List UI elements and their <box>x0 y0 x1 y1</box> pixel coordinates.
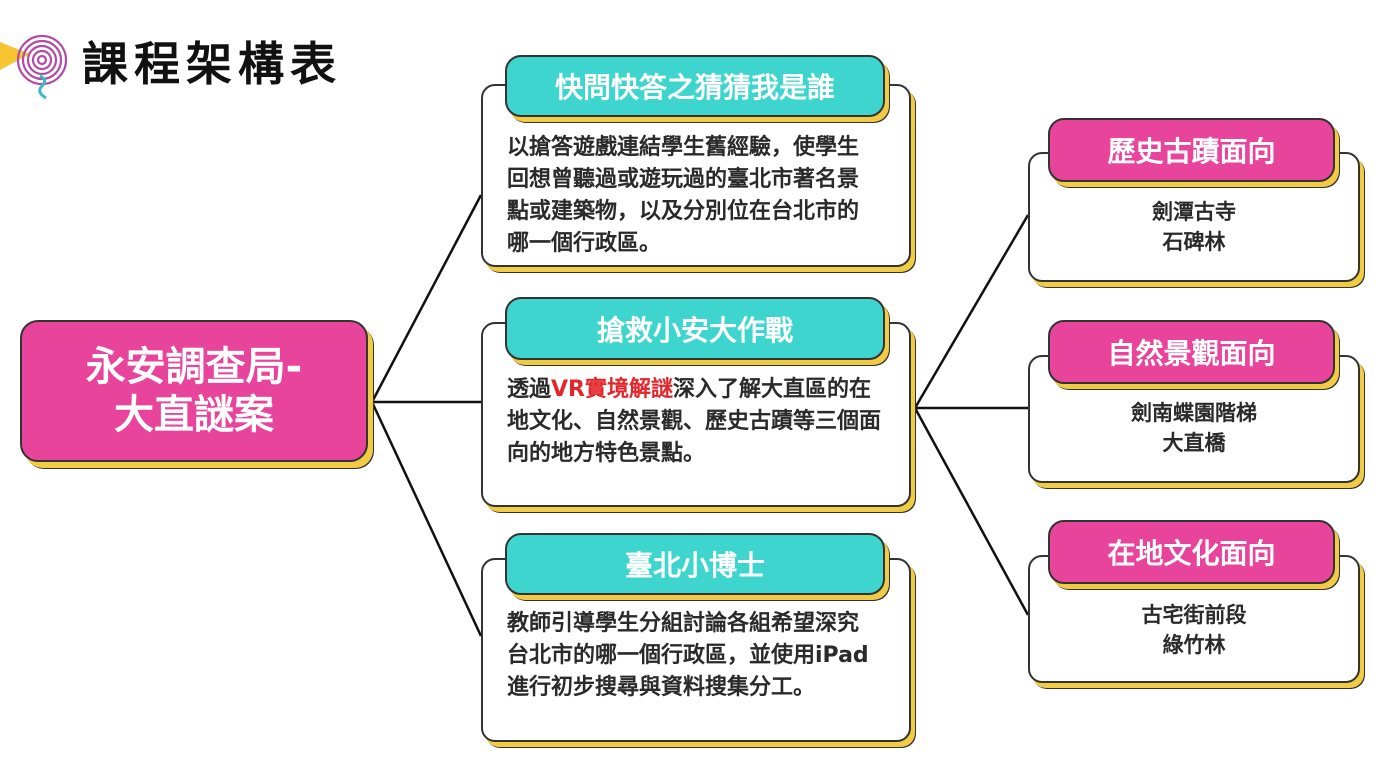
main-topic-line1: 永安調查局- <box>85 344 303 390</box>
aspect-items-1: 劍潭古寺石碑林 <box>1028 197 1360 257</box>
activity-title-2: 搶救小安大作戰 <box>505 297 885 360</box>
activity-text-1: 以搶答遊戲連結學生舊經驗，使學生回想曾聽過或遊玩過的臺北市著名景點或建築物，以及… <box>507 135 860 256</box>
aspect-item: 綠竹林 <box>1162 633 1226 657</box>
aspect-item: 石碑林 <box>1162 230 1226 254</box>
text-post: 深入了解大直區的在地文化、自然景觀、歷史古蹟等三個面向的地方特色景點。 <box>507 377 882 466</box>
aspect-title-2: 自然景觀面向 <box>1048 320 1335 384</box>
aspect-item: 古宅街前段 <box>1141 603 1247 627</box>
aspect-item: 大直橋 <box>1162 431 1226 455</box>
aspect-items-2: 劍南蝶園階梯大直橋 <box>1028 398 1360 458</box>
aspect-title-1: 歷史古蹟面向 <box>1048 118 1335 182</box>
spiral-icon <box>0 34 68 100</box>
activity-text-3: 教師引導學生分組討論各組希望深究台北市的哪一個行政區，並使用iPad進行初步搜尋… <box>507 611 869 700</box>
activity-title-1: 快問快答之猜猜我是誰 <box>505 55 885 117</box>
activity-title-3: 臺北小博士 <box>505 533 885 595</box>
text-pre: 透過 <box>507 377 552 402</box>
main-topic-line2: 大直謎案 <box>113 392 274 438</box>
aspect-items-3: 古宅街前段綠竹林 <box>1028 600 1360 660</box>
vr-highlight: VR實境解謎 <box>551 377 673 402</box>
main-topic: 永安調查局-大直謎案 <box>20 320 368 462</box>
aspect-item: 劍潭古寺 <box>1152 200 1236 224</box>
activity-text-2: 透過VR實境解謎深入了解大直區的在地文化、自然景觀、歷史古蹟等三個面向的地方特色… <box>507 374 892 470</box>
page-title: 課程架構表 <box>82 37 342 91</box>
aspect-item: 劍南蝶園階梯 <box>1131 401 1257 425</box>
aspect-title-3: 在地文化面向 <box>1048 520 1335 584</box>
